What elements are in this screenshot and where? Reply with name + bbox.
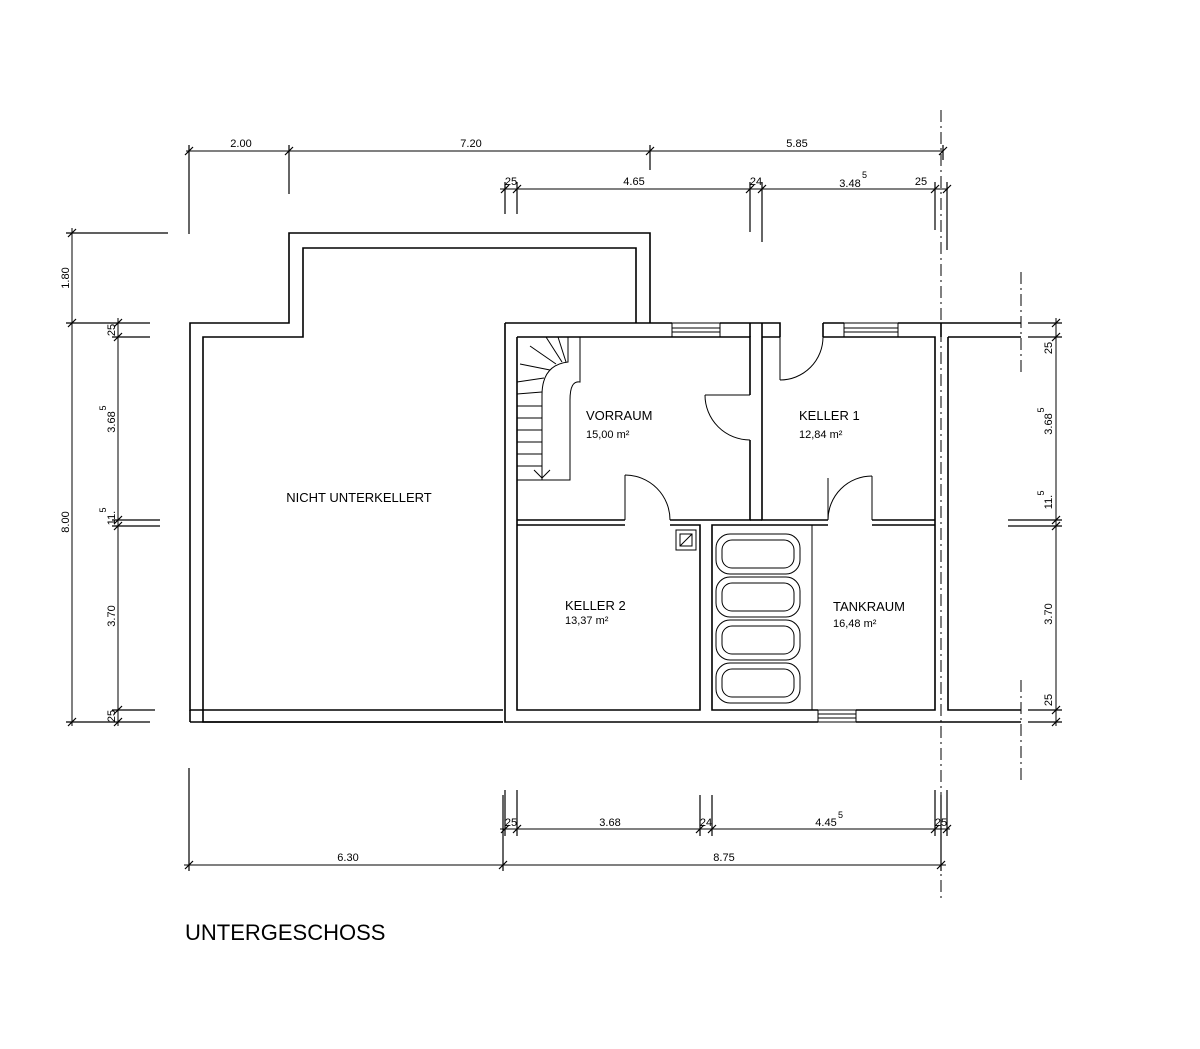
window [671,322,721,338]
room-label-keller2: KELLER 2 [565,598,626,613]
basement-outer-walls [504,322,1021,723]
dim-label: 3.68 [106,411,118,432]
dim-label: 4.45 [815,817,836,829]
dim-superscript: 5 [98,405,108,410]
dimension-bottom-detail: 25 3.68 24 4.45 5 25 [500,790,952,836]
dim-label: 25 [915,176,927,188]
dim-label: 7.20 [460,138,481,150]
dim-label: 8.00 [60,511,72,532]
room-label-keller1: KELLER 1 [799,408,860,423]
chimney-shaft [675,529,697,551]
dim-superscript: 5 [1036,490,1046,495]
dim-label: 1.80 [60,267,72,288]
dim-superscript: 5 [838,810,843,820]
dimension-left-inner: 25 3.68 5 11. 5 3.70 25 [98,318,160,727]
room-label-nicht-unterkellert: NICHT UNTERKELLERT [286,490,431,505]
door-tankraum [827,475,873,521]
door-keller2 [624,474,671,521]
dim-label: 8.75 [713,852,734,864]
dimension-left-outer: 1.80 8.00 [60,228,168,727]
dim-label: 25 [505,176,517,188]
dim-label: 25 [106,710,118,722]
dim-label: 24 [750,176,762,188]
dim-label: 3.68 [1043,413,1055,434]
dimension-bottom-overall: 6.30 8.75 [184,768,946,871]
dim-label: 3.48 [839,178,860,190]
adjacent-building-walls [940,323,1021,723]
dim-label: 3.68 [599,817,620,829]
door-vorraum-keller1 [704,394,751,441]
dim-superscript: 5 [1036,407,1046,412]
oil-tanks [715,533,801,704]
unexcavated-area-walls [189,232,651,723]
room-area-vorraum: 15,00 m² [586,429,630,441]
door-keller1-entry [779,336,824,381]
dim-label: 25 [505,817,517,829]
dim-label: 4.65 [623,176,644,188]
dim-label: 3.70 [1043,603,1055,624]
dimension-top-overall: 2.00 7.20 5.85 [184,138,948,234]
dim-label: 25 [1043,694,1055,706]
staircase [516,336,581,481]
dimension-top-detail: 25 4.65 24 3.48 5 25 [500,170,952,250]
dim-label: 11. [1043,495,1055,509]
window [817,709,857,723]
dim-superscript: 5 [98,507,108,512]
dim-label: 25 [1043,342,1055,354]
dim-label: 6.30 [337,852,358,864]
room-area-keller1: 12,84 m² [799,429,843,441]
dimension-right: 25 3.68 5 11. 5 3.70 25 [1008,318,1062,727]
dim-label: 3.70 [106,605,118,626]
dim-label: 5.85 [786,138,807,150]
drawing-title: UNTERGESCHOSS [185,920,385,945]
dim-superscript: 5 [862,170,867,180]
dim-label: 2.00 [230,138,251,150]
dim-label: 25 [106,324,118,336]
room-area-keller2: 13,37 m² [565,615,609,627]
room-area-tankraum: 16,48 m² [833,618,877,630]
dim-label: 24 [700,817,712,829]
dim-label: 11. [106,511,118,525]
room-label-tankraum: TANKRAUM [833,599,905,614]
window [843,322,899,338]
room-label-vorraum: VORRAUM [586,408,652,423]
